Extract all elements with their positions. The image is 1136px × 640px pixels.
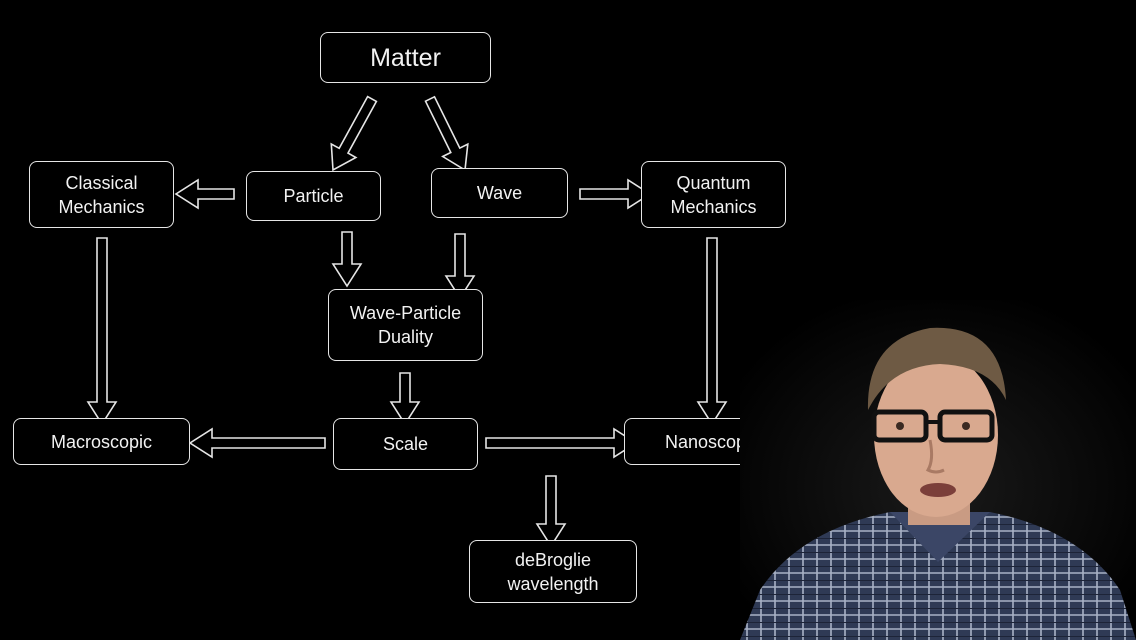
presenter-mouth <box>920 483 956 497</box>
node-matter-label: Matter <box>370 43 441 72</box>
arrow-duality-to-scale <box>389 372 421 426</box>
node-particle: Particle <box>246 171 381 221</box>
node-duality-line2: Duality <box>377 327 434 347</box>
presenter-hair <box>867 327 1006 410</box>
node-classical-mechanics: Classical Mechanics <box>29 161 174 228</box>
arrow-scale-to-nanoscopic <box>485 427 638 459</box>
arrow-scale-to-macroscopic <box>188 427 326 459</box>
glasses-right-lens <box>937 409 995 443</box>
node-macroscopic-label: Macroscopic <box>50 431 153 452</box>
node-wave: Wave <box>431 168 568 218</box>
arrow-scale-to-debroglie <box>535 475 567 548</box>
node-debroglie-line2: wavelength <box>507 573 599 594</box>
node-wave-particle-duality: Wave-Particle Duality <box>328 289 483 361</box>
node-quantum-mechanics: Quantum Mechanics <box>641 161 786 228</box>
node-matter: Matter <box>320 32 491 83</box>
node-duality-line1: Wave-Particle <box>349 303 462 323</box>
node-debroglie-wavelength: deBroglie wavelength <box>469 540 637 603</box>
arrow-quantum-to-nanoscopic <box>696 237 728 426</box>
node-debroglie-line1: deBroglie <box>514 549 592 570</box>
node-scale: Scale <box>333 418 478 470</box>
presenter-right-eye <box>962 422 970 430</box>
presenter-face <box>874 353 998 517</box>
node-classical-line2: Mechanics <box>58 196 145 217</box>
arrow-matter-to-particle <box>330 95 378 172</box>
presenter-video <box>740 300 1136 640</box>
arrow-classical-to-macroscopic <box>86 237 118 426</box>
presenter-left-eye <box>896 422 904 430</box>
node-scale-label: Scale <box>382 434 429 454</box>
arrow-wave-to-quantum <box>579 178 652 210</box>
arrow-matter-to-wave <box>424 95 469 172</box>
node-particle-label: Particle <box>283 186 344 206</box>
node-quantum-line2: Mechanics <box>670 196 757 217</box>
presenter-shirt <box>740 512 1136 640</box>
node-quantum-line1: Quantum <box>676 172 751 193</box>
arrow-wave-to-duality <box>444 233 476 300</box>
glasses-left-lens <box>871 409 929 443</box>
node-nanoscopic-label: Nanoscopic <box>664 431 760 452</box>
arrow-particle-to-duality <box>331 231 363 288</box>
node-macroscopic: Macroscopic <box>13 418 190 465</box>
presenter-nose <box>925 439 945 474</box>
arrow-particle-to-classical <box>174 178 235 210</box>
node-wave-label: Wave <box>476 183 523 203</box>
node-classical-line1: Classical <box>65 172 138 193</box>
